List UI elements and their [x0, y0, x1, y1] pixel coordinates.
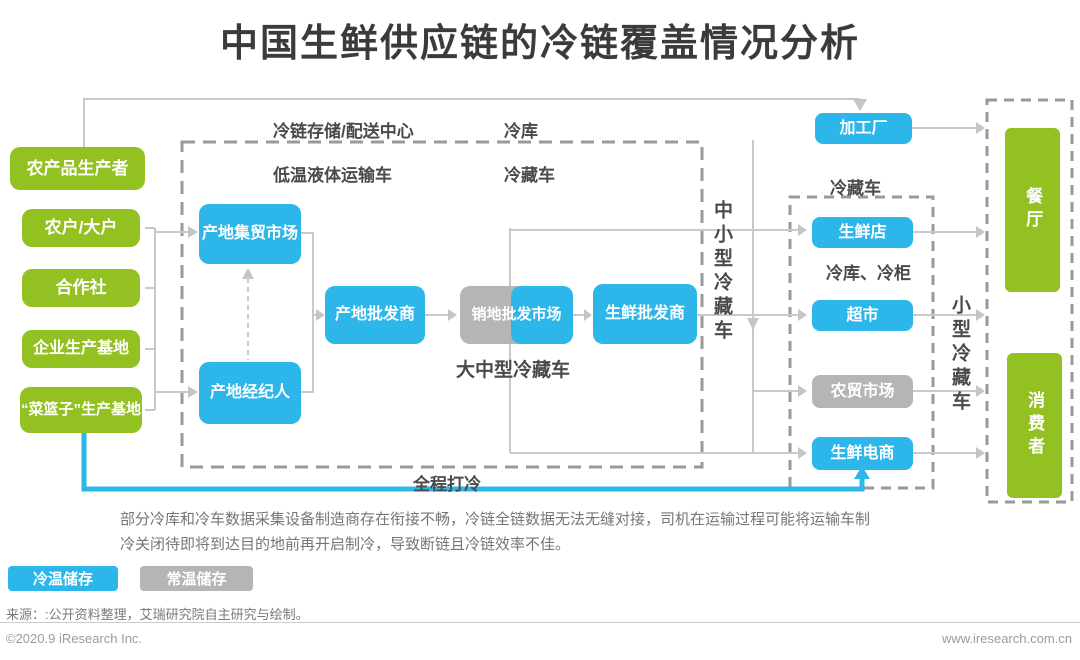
supermarket-box: 超市 [812, 300, 913, 331]
footer-website: www.iresearch.com.cn [941, 631, 1072, 646]
processing-plant-box: 加工厂 [815, 113, 912, 144]
label-medium-small-refrigerated-truck: 中小型冷藏车 [711, 200, 732, 344]
producer-enterprise-base: 企业生产基地 [22, 330, 140, 368]
gray-connectors [83, 98, 976, 454]
gray-arrowheads [188, 99, 985, 459]
footer-copyright: ©2020.9 iResearch Inc. [6, 631, 143, 646]
producer-farmers: 农户/大户 [22, 209, 140, 247]
consumer-box: 消费者 [1007, 353, 1062, 498]
cold-chain-dashed-frame [180, 98, 1074, 504]
producer-vegetable-basket-base: “菜篮子”生产基地 [20, 387, 142, 433]
label-large-medium-refrigerated-truck: 大中型冷藏车 [456, 360, 571, 381]
page-title: 中国生鲜供应链的冷链覆盖情况分析 [219, 23, 860, 65]
label-refrigerated-truck-right: 冷藏车 [830, 179, 881, 198]
source-note: 来源：:公开资料整理，艾瑞研究院自主研究与绘制。 [6, 607, 309, 622]
farmers-market-box: 农贸市场 [812, 375, 913, 408]
full-cold-chain-blue-route [81, 433, 865, 492]
legend-normal-storage: 常温储存 [140, 566, 253, 591]
fresh-store-box: 生鲜店 [812, 217, 913, 248]
legend-cold-storage: 冷温储存 [8, 566, 118, 591]
origin-broker-box: 产地经纪人 [199, 362, 301, 424]
label-refrigerated-truck-top: 冷藏车 [504, 166, 555, 185]
producer-cooperative: 合作社 [22, 269, 140, 307]
footer-divider [0, 622, 1080, 623]
cold-coverage-overlay [510, 286, 573, 344]
label-cold-warehouse: 冷库 [504, 122, 538, 141]
origin-wholesaler-box: 产地批发商 [325, 286, 425, 344]
producer-agricultural-producers: 农产品生产者 [10, 147, 145, 190]
label-low-temp-liquid-truck: 低温液体运输车 [273, 166, 392, 185]
annotation-text: 部分冷库和冷车数据采集设备制造商存在衔接不畅，冷链全链数据无法无缝对接，司机在运… [120, 511, 871, 553]
label-full-cold-chain: 全程打冷 [413, 475, 481, 494]
label-cold-chain-storage-center: 冷链存储/配送中心 [273, 122, 414, 141]
fresh-ecommerce-box: 生鲜电商 [812, 437, 913, 470]
label-cold-warehouse-cabinet: 冷库、冷柜 [826, 264, 911, 283]
dest-wholesale-market-box: 销地批发市场 [460, 286, 573, 344]
label-small-refrigerated-truck: 小型冷藏车 [949, 295, 970, 415]
fresh-wholesaler-box: 生鲜批发商 [593, 284, 697, 344]
restaurant-box: 餐厅 [1005, 128, 1060, 292]
blue-arrowhead-up [854, 466, 870, 479]
origin-market-box: 产地集贸市场 [199, 204, 301, 264]
